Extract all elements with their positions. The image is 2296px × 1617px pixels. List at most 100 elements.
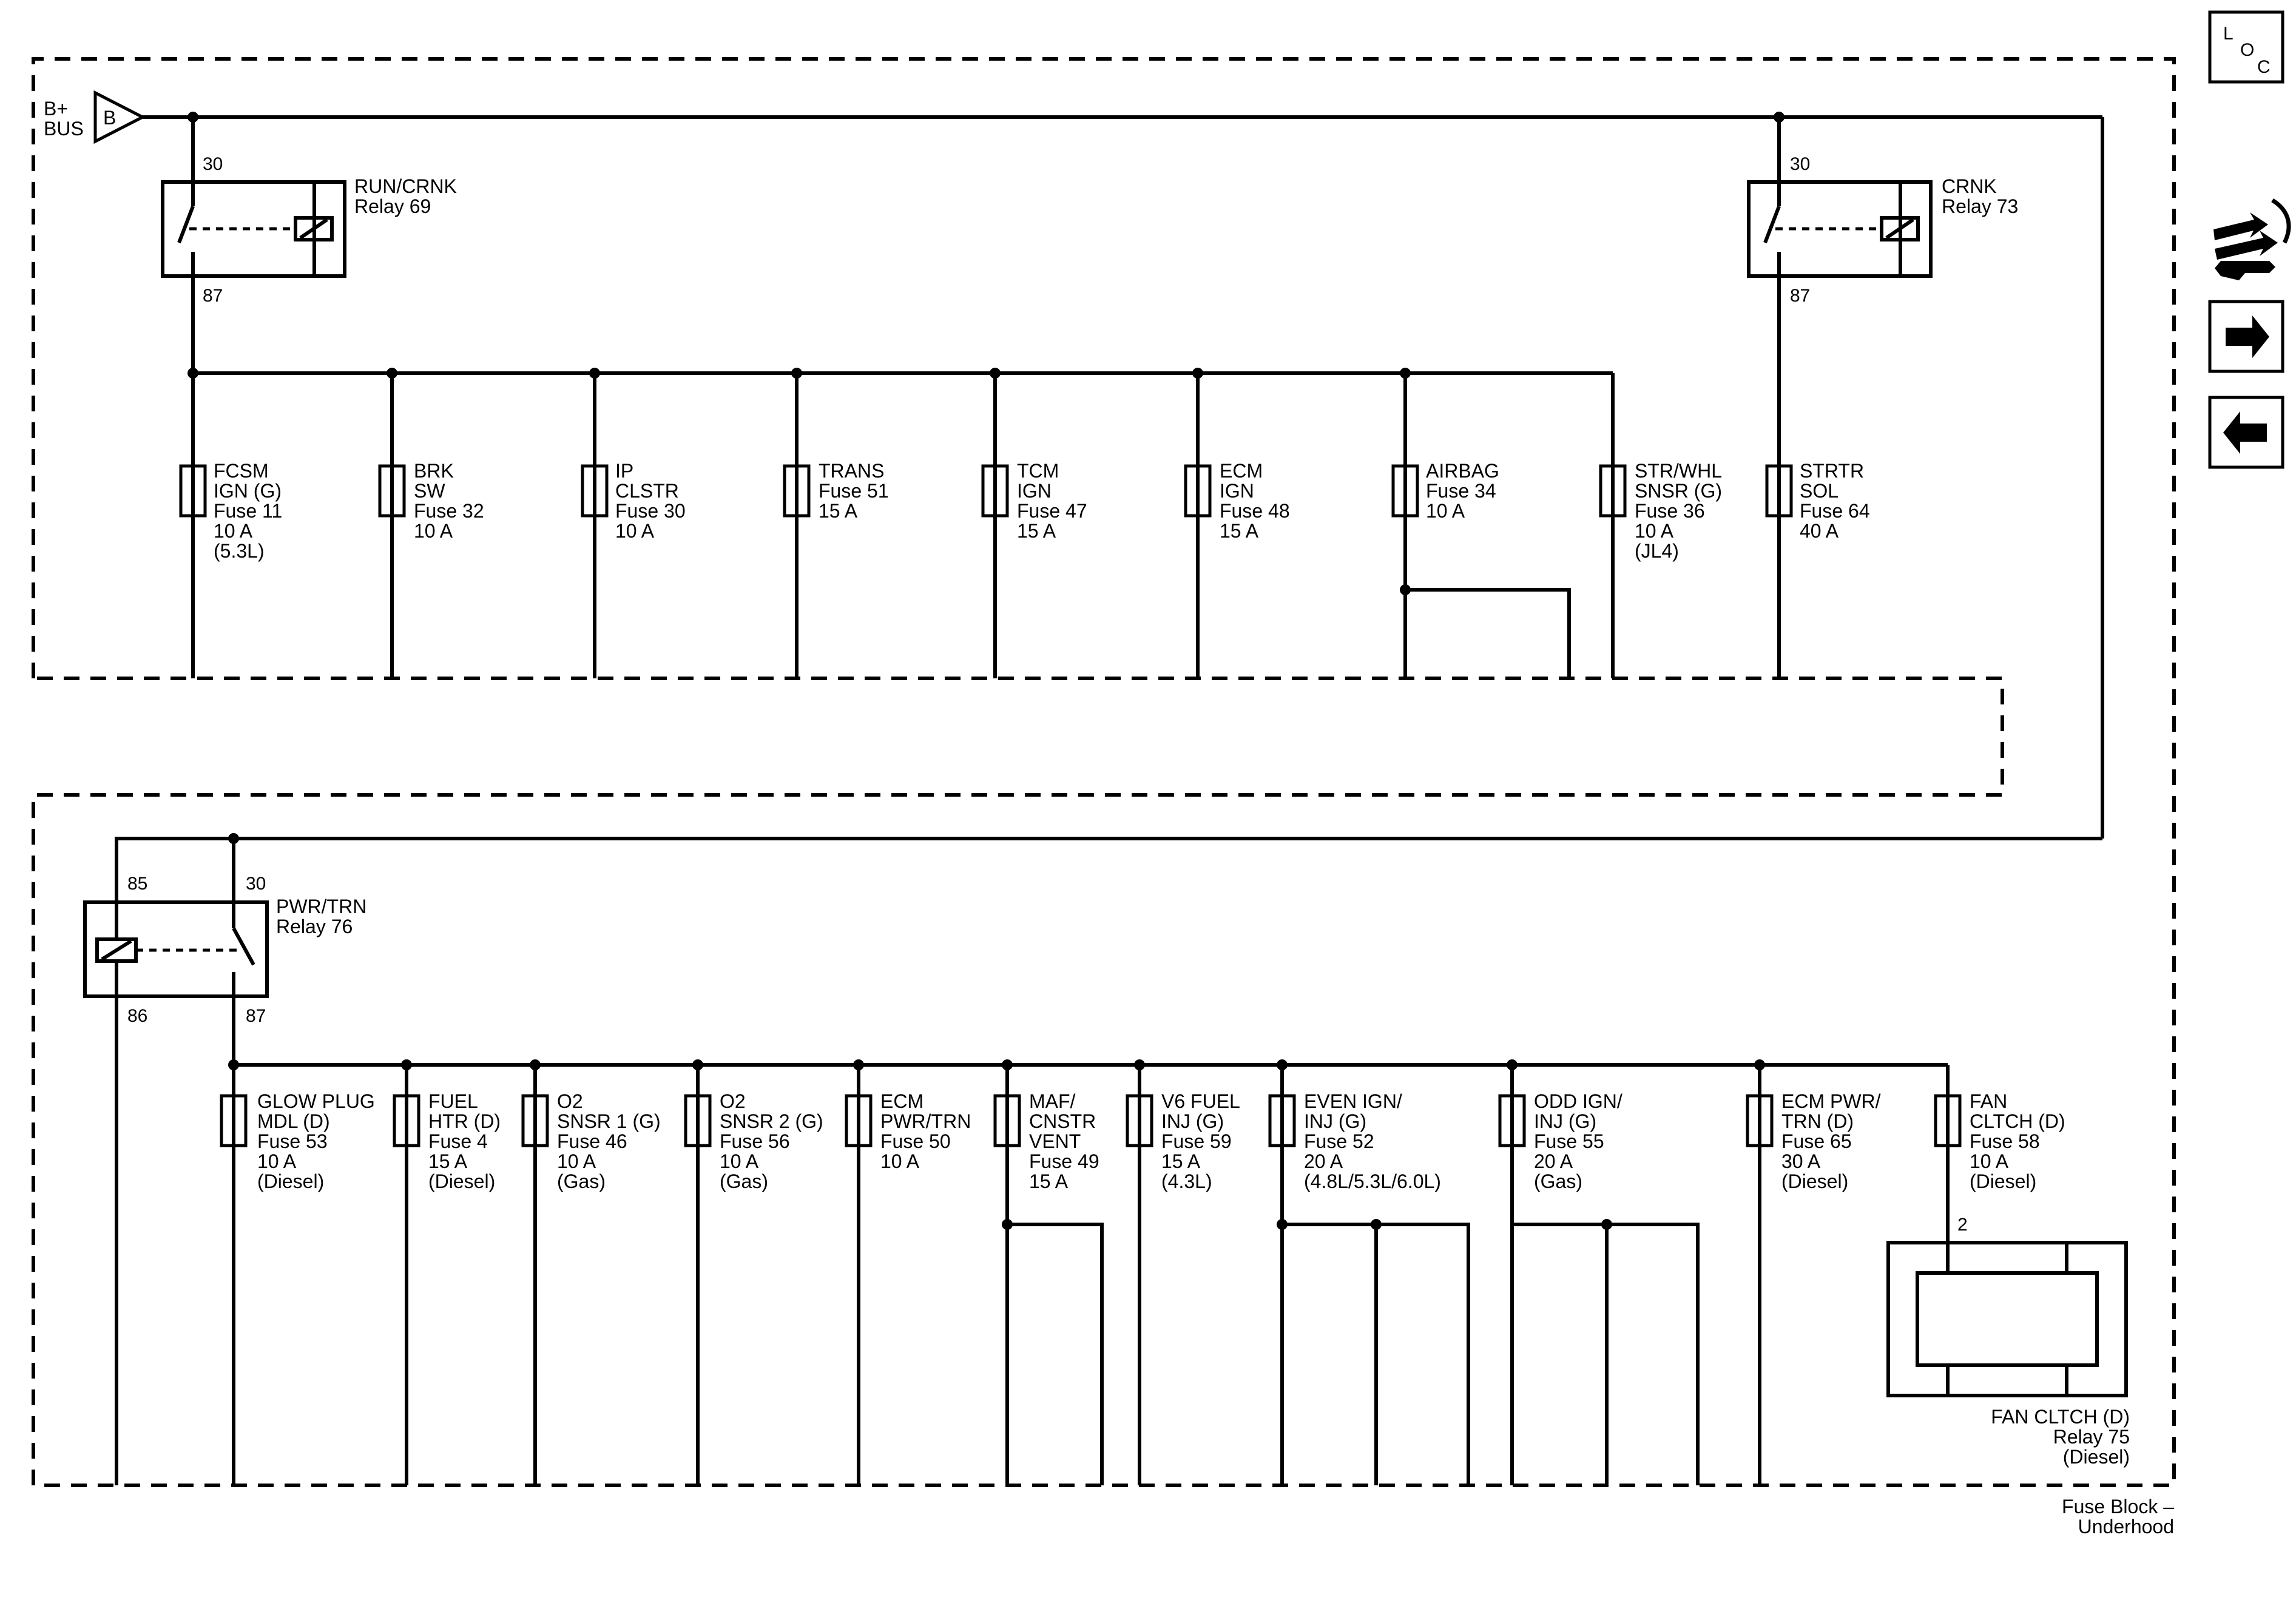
fan-relay-option: (Diesel) [2063, 1446, 2130, 1468]
previous-page-button[interactable] [2208, 396, 2284, 469]
fuse-label-airbag: AIRBAG Fuse 34 10 A [1426, 460, 1499, 522]
fuse-line: V6 FUEL [1161, 1090, 1240, 1112]
fuse-line: (Diesel) [1970, 1170, 2036, 1192]
loc-letter-c: C [2257, 57, 2271, 77]
fuse-label-oddign: ODD IGN/ INJ (G) Fuse 55 20 A (Gas) [1534, 1090, 1622, 1192]
fuse-line: Fuse 11 [214, 500, 282, 522]
fuse-line: FCSM [214, 460, 269, 482]
source-label-line1: B+ [44, 98, 68, 120]
crnk-pin-30: 30 [1790, 154, 1810, 174]
fuse-line: 15 A [1161, 1150, 1201, 1172]
run-crnk-pin-30: 30 [203, 154, 223, 174]
top-fuse-labels: FCSM IGN (G) Fuse 11 10 A (5.3L) BRK SW … [214, 460, 1870, 562]
loc-letter-l: L [2223, 24, 2234, 44]
fuse-line: O2 [557, 1090, 583, 1112]
fuse-line: SOL [1800, 480, 1838, 502]
loc-letter-o: O [2240, 40, 2254, 60]
fuse-line: IGN (G) [214, 480, 282, 502]
pwr-trn-pin-87: 87 [246, 1006, 266, 1026]
crnk-pin-87: 87 [1790, 286, 1810, 306]
fuse-line: Fuse 65 [1781, 1130, 1852, 1152]
fuse-line: 10 A [414, 520, 453, 542]
fuse-line: 10 A [1970, 1150, 2009, 1172]
fuse-line: 10 A [880, 1150, 920, 1172]
source-label-line2: BUS [44, 118, 84, 140]
fuse-line: ECM [880, 1090, 923, 1112]
fuse-label-ecmpwr: ECM PWR/TRN Fuse 50 10 A [880, 1090, 971, 1172]
fuse-line: Fuse 59 [1161, 1130, 1232, 1152]
fuse-line: O2 [720, 1090, 746, 1112]
loc-button[interactable]: L O C [2208, 10, 2284, 84]
fuse-line: 30 A [1781, 1150, 1821, 1172]
fuse-line: 10 A [720, 1150, 759, 1172]
fuse-line: 40 A [1800, 520, 1839, 542]
fuse-line: IGN [1017, 480, 1052, 502]
fuse-line: Fuse 51 [819, 480, 889, 502]
fuse-line: CNSTR [1029, 1110, 1096, 1132]
fan-relay-pin-2: 2 [1957, 1215, 1968, 1235]
fuse-line: INJ (G) [1161, 1110, 1224, 1132]
fuse-line: IGN [1220, 480, 1254, 502]
next-page-button[interactable] [2208, 300, 2284, 373]
fuse-line: (Diesel) [1781, 1170, 1848, 1192]
fuse-symbol [684, 1094, 712, 1147]
fuse-line: 10 A [1635, 520, 1674, 542]
fuse-line: CLTCH (D) [1970, 1110, 2065, 1132]
fuse-line: Fuse 49 [1029, 1150, 1099, 1172]
fuse-label-glow: GLOW PLUG MDL (D) Fuse 53 10 A (Diesel) [257, 1090, 375, 1192]
fuse-line: Fuse 4 [428, 1130, 488, 1152]
fuse-symbol [1498, 1094, 1526, 1147]
fuse-line: FUEL [428, 1090, 478, 1112]
fuse-line: CLSTR [615, 480, 679, 502]
fuse-line: Fuse 46 [557, 1130, 627, 1152]
fuse-line: PWR/TRN [880, 1110, 971, 1132]
source-terminal-letter: B [103, 107, 116, 129]
fuse-label-o2s1: O2 SNSR 1 (G) Fuse 46 10 A (Gas) [557, 1090, 661, 1192]
fuse-symbol [1934, 1094, 1962, 1147]
fuse-line: Fuse 32 [414, 500, 484, 522]
fuse-line: GLOW PLUG [257, 1090, 375, 1112]
fuse-line: 15 A [1017, 520, 1056, 542]
connector-wrench-icon[interactable] [2213, 198, 2291, 280]
fuse-label-trans: TRANS Fuse 51 15 A [819, 460, 889, 522]
fuse-symbol [1268, 1094, 1296, 1147]
fuse-label-v6fuel: V6 FUEL INJ (G) Fuse 59 15 A (4.3L) [1161, 1090, 1240, 1192]
fuse-line: STRTR [1800, 460, 1864, 482]
fuse-line: SNSR 1 (G) [557, 1110, 661, 1132]
fuse-line: (4.3L) [1161, 1170, 1212, 1192]
fuse-line: (Diesel) [428, 1170, 495, 1192]
fuse-line: 15 A [428, 1150, 468, 1172]
fuse-line: VENT [1029, 1130, 1081, 1152]
fuse-symbol [1746, 1094, 1774, 1147]
fuse-line: Fuse 53 [257, 1130, 328, 1152]
fuse-label-o2s2: O2 SNSR 2 (G) Fuse 56 10 A (Gas) [720, 1090, 823, 1192]
fuse-line: ECM [1220, 460, 1263, 482]
fuse-symbol [845, 1094, 873, 1147]
fuse-line: AIRBAG [1426, 460, 1499, 482]
fuse-line: Fuse 56 [720, 1130, 790, 1152]
relay-run-crnk: 30 87 RUN/CRNK Relay 69 [161, 117, 457, 306]
fuse-symbol [1126, 1094, 1153, 1147]
fuse-label-tcm: TCM IGN Fuse 47 15 A [1017, 460, 1087, 542]
fuse-line: (Gas) [720, 1170, 768, 1192]
fuse-symbol [393, 1094, 420, 1147]
run-crnk-number: Relay 69 [354, 195, 431, 217]
crnk-number: Relay 73 [1942, 195, 2018, 217]
fuse-label-strtr: STRTR SOL Fuse 64 40 A [1800, 460, 1870, 542]
fuse-symbol [220, 1094, 248, 1147]
fuse-line: (JL4) [1635, 540, 1679, 562]
fuse-line: INJ (G) [1534, 1110, 1596, 1132]
pwr-trn-pin-30: 30 [246, 874, 266, 894]
arrow-left-icon [2223, 411, 2267, 454]
fuse-line: 20 A [1534, 1150, 1573, 1172]
source-terminal-symbol [93, 90, 146, 144]
fuse-label-fuelhtr: FUEL HTR (D) Fuse 4 15 A (Diesel) [428, 1090, 501, 1192]
fuse-line: Fuse 64 [1800, 500, 1870, 522]
fuse-line: HTR (D) [428, 1110, 501, 1132]
fan-relay-number: Relay 75 [2053, 1426, 2130, 1448]
fuse-line: TCM [1017, 460, 1059, 482]
fuse-label-ecm: ECM IGN Fuse 48 15 A [1220, 460, 1290, 542]
pwr-trn-number: Relay 76 [276, 916, 353, 937]
fuse-label-ip: IP CLSTR Fuse 30 10 A [615, 460, 686, 542]
